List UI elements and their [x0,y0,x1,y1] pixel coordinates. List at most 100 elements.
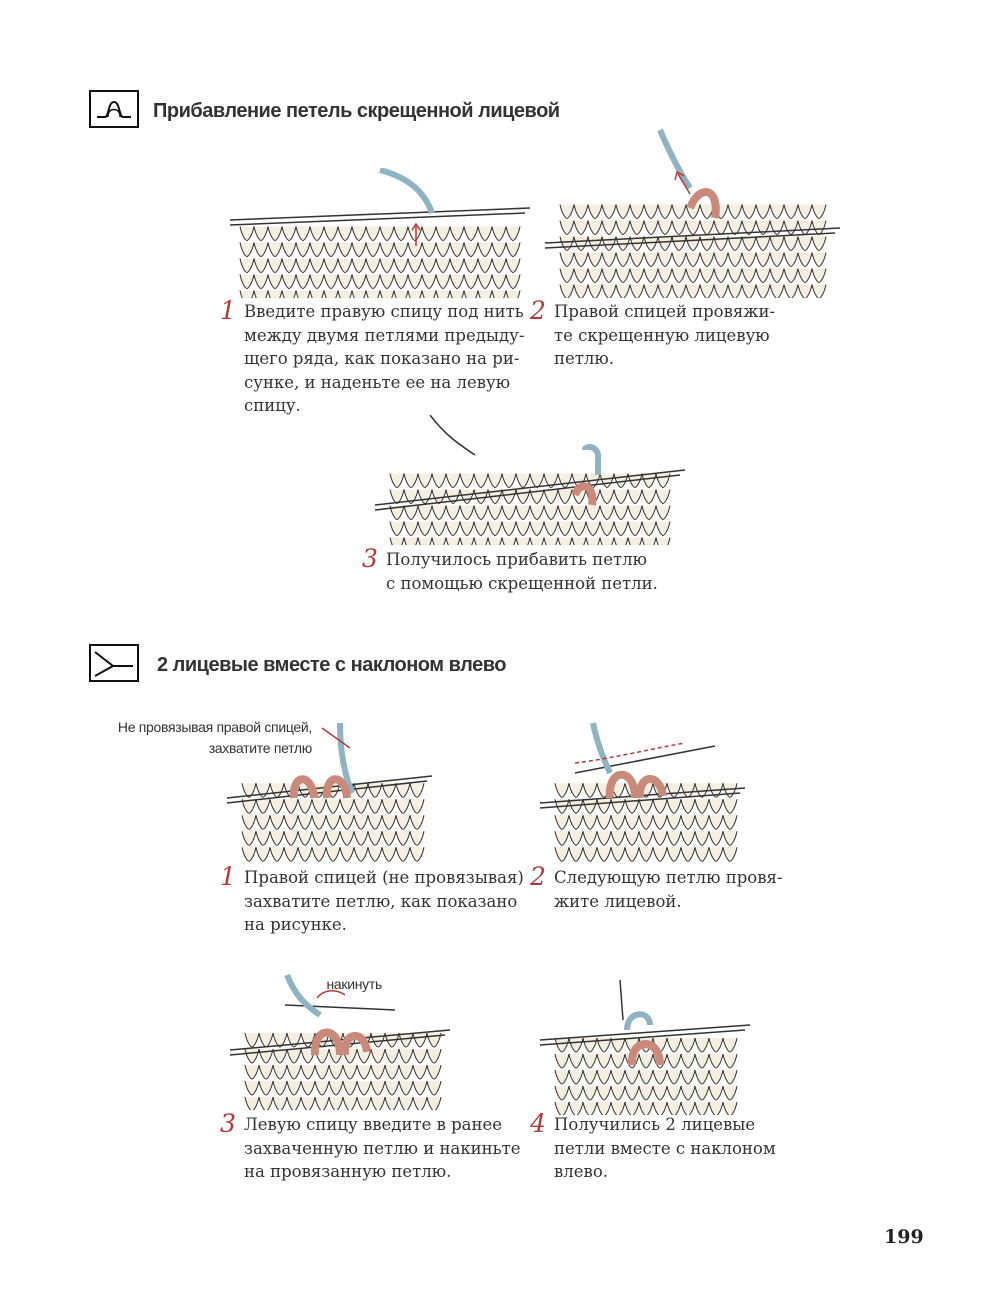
stitch [515,473,531,489]
stitch [571,521,587,537]
stitch [643,204,659,220]
stitch [269,831,285,846]
stitch [666,1069,682,1085]
stitch [407,290,423,298]
stitch [713,236,729,252]
stitch [381,783,397,798]
stitch [328,1064,344,1080]
stitch [239,274,255,290]
stitch [652,847,668,862]
stitch [337,258,353,274]
stitch [627,489,643,505]
stitch [417,505,433,521]
stitch [239,258,255,274]
stitch [638,1085,654,1101]
stitch [671,268,687,284]
stitch [655,537,671,545]
stitch [459,473,475,489]
stitch [309,258,325,274]
stitch [657,204,673,220]
stitch [568,783,584,798]
loop-symbol-icon [89,90,139,128]
stitch [655,473,671,489]
stitch [587,236,603,252]
stitch [409,783,425,798]
stitch [421,242,437,258]
stitch [379,242,395,258]
stitch [255,783,271,798]
stitch [351,274,367,290]
stitch [365,274,381,290]
stitch [395,783,411,798]
stitch [351,258,367,274]
stitch [666,831,682,846]
stitch [281,274,297,290]
stitch [713,252,729,268]
stitch [568,1037,584,1053]
stitch [713,268,729,284]
illustration-step-2-3 [229,973,451,1110]
stitch [477,242,493,258]
stitch [727,236,743,252]
stitch [554,1069,570,1085]
stitch [638,847,654,862]
stitch [755,204,771,220]
stitch [685,284,701,298]
stitch [269,799,285,814]
stitch [339,815,355,830]
stitch [286,1032,302,1048]
stitch [685,236,701,252]
stitch [599,537,615,545]
stitch [351,290,367,298]
stitch [487,473,503,489]
stitch [370,1032,386,1048]
stitch [239,290,255,298]
stitch [741,204,757,220]
stitch [272,1048,288,1064]
stitch [379,226,395,242]
stitch [543,505,559,521]
section-2-title: 2 лицевые вместе с наклоном влево [157,654,506,676]
stitch [449,290,465,298]
stitch [417,489,433,505]
stitch [370,1080,386,1096]
stitch [554,831,570,846]
stitch [384,1080,400,1096]
stitch [241,815,257,830]
stitch [314,1080,330,1096]
stitch [694,799,710,814]
stitch [325,799,341,814]
stitch [783,268,799,284]
stitch [643,284,659,298]
stitch [258,1064,274,1080]
stitch [624,1101,640,1115]
stitch [445,521,461,537]
stitch [353,831,369,846]
stitch [601,252,617,268]
stitch [393,258,409,274]
stitch [811,268,827,284]
stitch [638,1053,654,1069]
stitch [501,473,517,489]
stitch [596,815,612,830]
stitch [596,1053,612,1069]
stitch [708,1101,724,1115]
stitch [610,831,626,846]
stitch [652,815,668,830]
stitch [797,220,813,236]
stitch [610,1037,626,1053]
stitch [727,220,743,236]
stitch [643,268,659,284]
stitch [367,831,383,846]
stitch [367,847,383,862]
stitch [379,274,395,290]
stitch [641,505,657,521]
stitch [435,274,451,290]
stitch [708,831,724,846]
stitch [559,236,575,252]
stitch [384,1048,400,1064]
stitch [389,489,405,505]
stitch [643,236,659,252]
stitch [585,537,601,545]
stitch [325,847,341,862]
